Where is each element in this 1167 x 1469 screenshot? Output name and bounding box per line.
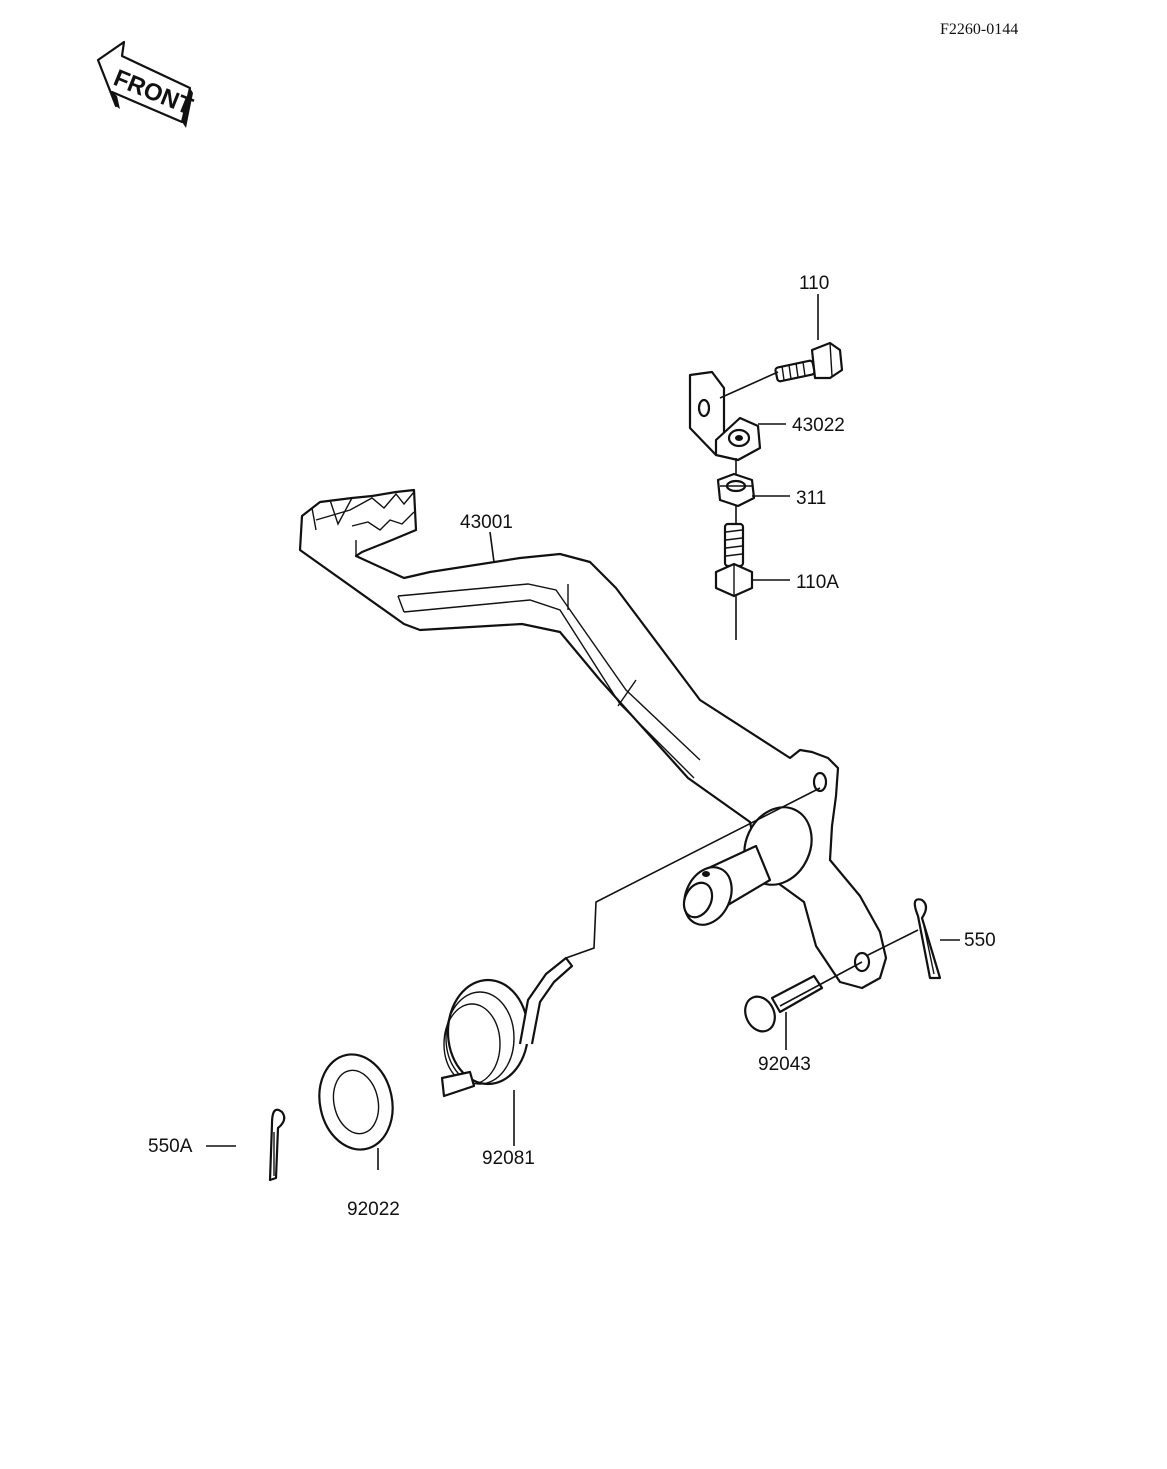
part-label-110: 110 — [799, 273, 829, 294]
part-label-110a: 110A — [796, 572, 839, 593]
brake-pedal-43001 — [298, 488, 888, 990]
drawing-code: F2260-0144 — [940, 21, 1018, 38]
bolt-110 — [774, 341, 844, 383]
nut-311 — [716, 472, 756, 508]
assembly-lines — [565, 371, 919, 1007]
part-label-550: 550 — [964, 930, 996, 951]
part-label-43001: 43001 — [460, 512, 513, 533]
bolt-110a — [714, 522, 754, 598]
part-label-92081: 92081 — [482, 1148, 535, 1169]
part-label-550a: 550A — [148, 1136, 193, 1157]
part-label-92022: 92022 — [347, 1199, 400, 1220]
part-label-92043: 92043 — [758, 1054, 811, 1075]
washer-92022 — [318, 1053, 394, 1151]
part-label-43022: 43022 — [792, 415, 845, 436]
leader-lines — [206, 294, 960, 1170]
part-label-311: 311 — [796, 488, 826, 509]
front-arrow-icon: FRONT — [96, 40, 197, 128]
bracket-43022 — [688, 370, 762, 462]
cotter-pin-550a — [268, 1108, 286, 1182]
cotter-pin-550 — [913, 898, 942, 980]
spring-92081 — [440, 956, 574, 1098]
